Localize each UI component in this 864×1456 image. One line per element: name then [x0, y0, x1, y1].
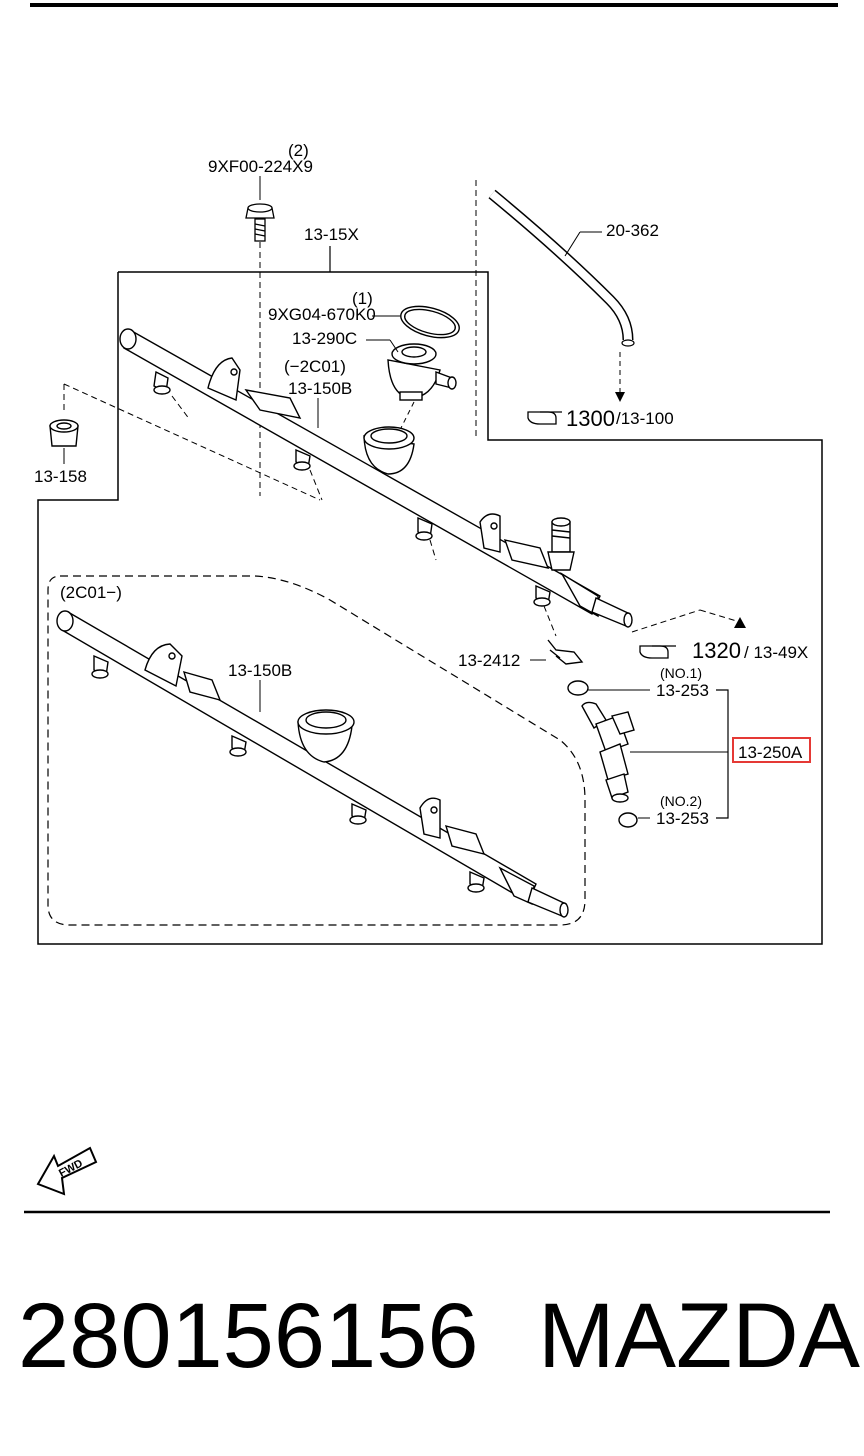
lower-rail-range-label: (2C01−)	[60, 583, 122, 602]
oring-top	[567, 680, 589, 696]
ref-1300-sub-label: /13-100	[616, 409, 674, 428]
injector-label: 13-250A	[738, 743, 803, 762]
regulator-label: 13-290C	[292, 329, 357, 348]
assembly-label: 13-15X	[304, 225, 359, 244]
cap-label: 13-158	[34, 467, 87, 486]
pointer-hand-icon	[527, 411, 562, 425]
fuel-rail-diagram: FWD (2) 9XF00-224X9 13-15X 20-362 (1) 9X…	[24, 3, 838, 1214]
clip	[547, 639, 584, 665]
bolt-part-label: 9XF00-224X9	[208, 157, 313, 176]
no2-label: (NO.2)	[660, 793, 702, 809]
part-number: 280156156	[18, 1285, 479, 1387]
hose	[488, 189, 635, 347]
no1-label: (NO.1)	[660, 665, 702, 681]
assembly-outline	[37, 271, 823, 945]
pressure-regulator	[387, 343, 457, 401]
upper-fuel-rail	[119, 328, 633, 628]
hose-label: 20-362	[606, 221, 659, 240]
ref-1320-sub-label: / 13-49X	[744, 643, 808, 662]
lower-fuel-rail	[56, 610, 569, 918]
clip-label: 13-2412	[458, 651, 520, 670]
fuel-injector	[581, 701, 635, 803]
bolt-qty-label: (2)	[288, 141, 309, 160]
ref-1300-label: 1300	[566, 406, 615, 431]
bolt	[245, 203, 275, 242]
oring-top-label: 13-253	[656, 681, 709, 700]
oring-bottom-label: 13-253	[656, 809, 709, 828]
pointer-hand-icon	[639, 645, 676, 659]
upper-rail-label: 13-150B	[288, 379, 352, 398]
ref-1320-label: 1320	[692, 638, 741, 663]
regulator-ring	[400, 305, 460, 339]
lower-rail-label: 13-150B	[228, 661, 292, 680]
injector-highlight	[732, 737, 811, 763]
rail-fitting	[547, 517, 575, 571]
footer: 280156156 MAZDA	[0, 1270, 864, 1400]
upper-rail-guides	[171, 395, 741, 637]
oring-bottom	[618, 812, 638, 828]
fwd-arrow-icon: FWD	[36, 1146, 98, 1196]
ring-part-label: 9XG04-670K0	[268, 305, 376, 324]
brand-name: MAZDA	[538, 1285, 860, 1387]
fwd-label: FWD	[57, 1157, 85, 1179]
lower-rail-group-box	[47, 575, 586, 926]
upper-rail-range-label: (−2C01)	[284, 357, 346, 376]
cap	[49, 419, 79, 447]
ring-qty-label: (1)	[352, 289, 373, 308]
